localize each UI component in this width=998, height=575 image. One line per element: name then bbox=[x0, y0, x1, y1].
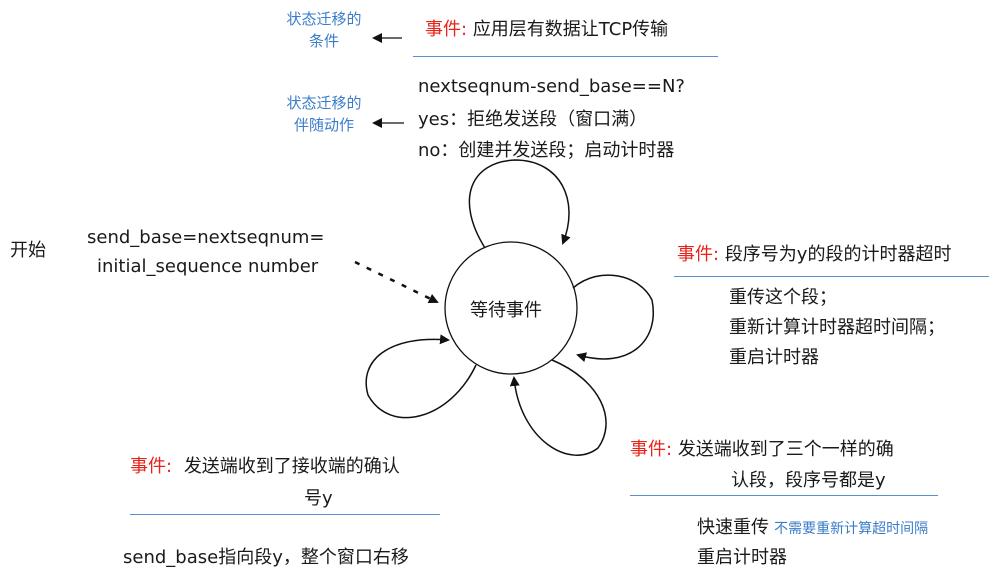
start-arrow bbox=[354, 260, 439, 304]
right-event-prefix: 事件: bbox=[677, 244, 720, 265]
bottom-left-event-text1: 发送端收到了接收端的确认 bbox=[183, 456, 400, 477]
condition-legend: 状态迁移的 条件 bbox=[276, 8, 372, 52]
bottom-left-self-loop bbox=[365, 334, 477, 419]
action-legend-line2: 伴随动作 bbox=[293, 116, 354, 134]
bottom-left-event-line1: 事件: 发送端收到了接收端的确认 bbox=[130, 452, 400, 478]
bottom-right-action-2: 重启计时器 bbox=[697, 547, 787, 568]
right-self-loop bbox=[572, 274, 654, 363]
top-action-3: no：创建并发送段；启动计时器 bbox=[418, 140, 675, 161]
top-action-1: nextseqnum-send_base==N? bbox=[418, 76, 685, 97]
top-action-2: yes：拒绝发送段（窗口满） bbox=[418, 109, 648, 130]
top-event: 事件: 应用层有数据让TCP传输 bbox=[425, 15, 668, 41]
action-legend: 状态迁移的 伴随动作 bbox=[276, 92, 372, 136]
bottom-left-event-line2: 号y bbox=[304, 488, 333, 509]
bottom-right-action-text: 快速重传 bbox=[697, 517, 769, 538]
right-event: 事件: 段序号为y的段的计时器超时 bbox=[677, 240, 951, 266]
bottom-left-event-divider bbox=[130, 514, 440, 515]
bottom-right-event-line2: 认段，段序号都是y bbox=[731, 470, 886, 491]
state-circle bbox=[444, 241, 578, 375]
state-label: 等待事件 bbox=[470, 300, 542, 321]
right-event-text: 段序号为y的段的计时器超时 bbox=[724, 244, 952, 265]
start-init-line1: send_base=nextseqnum= bbox=[87, 227, 325, 248]
bottom-left-action-1: send_base指向段y，整个窗口右移 bbox=[123, 547, 409, 568]
condition-legend-line1: 状态迁移的 bbox=[286, 10, 362, 28]
right-event-divider bbox=[674, 276, 989, 277]
right-action-2: 重新计算计时器超时间隔； bbox=[729, 317, 945, 338]
bottom-right-action-note: 不需要重新计算超时间隔 bbox=[774, 521, 929, 537]
bottom-right-action-1: 快速重传 不需要重新计算超时间隔 bbox=[697, 513, 928, 539]
top-event-prefix: 事件: bbox=[425, 19, 468, 40]
bottom-right-event-divider bbox=[630, 495, 938, 496]
start-init-line2: initial_sequence number bbox=[97, 256, 319, 277]
top-event-divider bbox=[413, 56, 718, 57]
start-label: 开始 bbox=[10, 240, 46, 261]
right-action-1: 重传这个段； bbox=[729, 287, 837, 308]
condition-legend-line2: 条件 bbox=[308, 32, 339, 50]
right-action-3: 重启计时器 bbox=[729, 347, 819, 368]
action-legend-line1: 状态迁移的 bbox=[286, 94, 362, 112]
bottom-right-event-line1: 事件: 发送端收到了三个一样的确 bbox=[630, 435, 894, 461]
top-event-text: 应用层有数据让TCP传输 bbox=[472, 19, 669, 40]
top-self-loop bbox=[468, 159, 571, 249]
bottom-right-self-loop bbox=[509, 359, 607, 456]
bottom-right-event-prefix: 事件: bbox=[630, 439, 673, 460]
bottom-left-event-prefix: 事件: bbox=[130, 456, 173, 477]
bottom-right-event-text1: 发送端收到了三个一样的确 bbox=[677, 439, 894, 460]
